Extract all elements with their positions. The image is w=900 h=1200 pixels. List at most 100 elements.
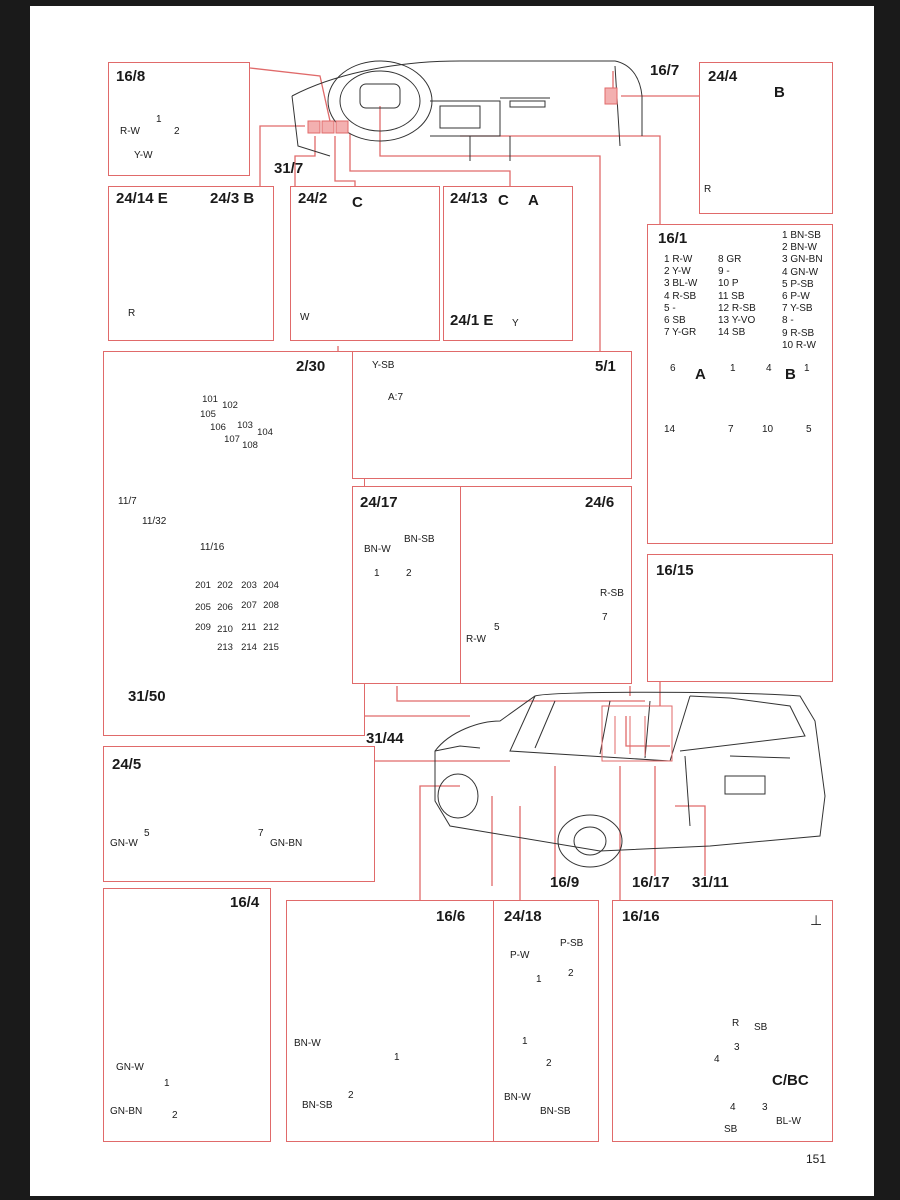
relay-grid: 201 202 203 204 205 206 207 208 209 210 …	[192, 578, 292, 658]
label-16-16: 16/16	[622, 908, 660, 925]
label-16-9: 16/9	[550, 874, 580, 891]
color-y: Y	[512, 318, 519, 329]
pin-1-24-18-bottom: 1	[522, 1036, 528, 1047]
wire-y-w: Y-W	[134, 150, 153, 161]
conn-a-bl: 14	[664, 424, 676, 435]
pin-4-16-16-top: 4	[714, 1054, 720, 1065]
pin-2: 2	[174, 126, 180, 137]
relay-210: 210	[217, 624, 233, 635]
panel-16-6	[286, 900, 504, 1142]
relay-108: 108	[242, 440, 258, 451]
conn-a-letter: A	[695, 366, 706, 383]
relay-207: 207	[241, 600, 257, 611]
conn-a-tl: 6	[670, 363, 676, 374]
label-11-32: 11/32	[142, 516, 167, 527]
relay-201: 201	[195, 580, 211, 591]
relay-107: 107	[224, 434, 240, 445]
label-16-17: 16/17	[632, 874, 670, 891]
pin-7-24-5: 7	[258, 828, 264, 839]
wire-r-w-24-6: R-W	[466, 634, 486, 645]
label-16-15: 16/15	[656, 562, 694, 579]
wire-gn-bn: GN-BN	[270, 838, 303, 849]
panel-24-6	[460, 486, 632, 684]
conn-a-br: 7	[728, 424, 734, 435]
label-11-7: 11/7	[118, 496, 137, 507]
relay-103: 103	[237, 420, 253, 431]
label-31-7: 31/7	[274, 160, 304, 177]
label-24-6: 24/6	[585, 494, 615, 511]
wire-bl-w: BL-W	[776, 1116, 801, 1127]
letter-c: C	[352, 194, 363, 211]
pin-a7: A:7	[388, 392, 404, 403]
label-24-3-b: 24/3 B	[210, 190, 255, 207]
panel-24-14	[108, 186, 274, 341]
relay-213: 213	[217, 642, 233, 653]
dashboard-drawing	[291, 60, 643, 161]
relay-102: 102	[222, 400, 238, 411]
relay-202: 202	[217, 580, 233, 591]
letter-a: A	[528, 192, 539, 209]
relay-106: 106	[210, 422, 226, 433]
pin-4-16-16-bottom: 4	[730, 1102, 736, 1113]
wire-sb-16-16-top: SB	[754, 1022, 768, 1033]
wire-gn-w: GN-W	[110, 838, 138, 849]
relay-209: 209	[195, 622, 211, 633]
label-c-bc: C/BC	[772, 1072, 809, 1089]
relay-212: 212	[263, 622, 279, 633]
pin-2-24-17: 2	[406, 568, 412, 579]
label-24-1-e: 24/1 E	[450, 312, 494, 329]
relay-204: 204	[263, 580, 279, 591]
pin-1: 1	[156, 114, 162, 125]
wire-p-w: P-W	[510, 950, 530, 961]
wire-gn-w-16-4: GN-W	[116, 1062, 144, 1073]
label-16-6: 16/6	[436, 908, 466, 925]
panel-24-5	[103, 746, 375, 882]
relay-205: 205	[195, 602, 211, 613]
wire-y-sb: Y-SB	[372, 360, 395, 371]
pin-5-24-5: 5	[144, 828, 150, 839]
pin-3-16-16-bottom: 3	[762, 1102, 768, 1113]
red-leader-lines	[249, 67, 706, 906]
relay-101: 101	[202, 394, 218, 405]
relay-211: 211	[241, 622, 257, 633]
panel-24-2	[290, 186, 440, 341]
pin-2-16-4: 2	[172, 1110, 178, 1121]
label-16-4: 16/4	[230, 894, 260, 911]
pin-5: 5	[494, 622, 500, 633]
panel-16-8	[108, 62, 250, 176]
panel-24-4	[699, 62, 833, 214]
letter-b: B	[774, 84, 785, 101]
color-r-24-14: R	[128, 308, 136, 319]
label-24-5: 24/5	[112, 756, 142, 773]
panel-24-17	[352, 486, 470, 684]
car-drawing	[434, 691, 826, 868]
panel-16-8-label: 16/8	[116, 68, 146, 85]
color-w: W	[300, 312, 310, 323]
pin-1-24-18-top: 1	[536, 974, 542, 985]
panel-5-1	[352, 351, 632, 479]
pin-1-16-4: 1	[164, 1078, 170, 1089]
panel-24-18	[493, 900, 599, 1142]
wire-r-w: R-W	[120, 126, 140, 137]
conn-b-br: 5	[806, 424, 812, 435]
conn-b-tr: 1	[804, 363, 810, 374]
label-24-13: 24/13	[450, 190, 488, 207]
relay-214: 214	[241, 642, 257, 653]
pin-2-16-6: 2	[348, 1090, 354, 1101]
label-24-2: 24/2	[298, 190, 328, 207]
letter-c-24-13: C	[498, 192, 509, 209]
label-24-18: 24/18	[504, 908, 542, 925]
conn-b-bl: 10	[762, 424, 774, 435]
wire-bn-sb-16-6: BN-SB	[302, 1100, 333, 1111]
wire-bn-sb-24-18: BN-SB	[540, 1106, 571, 1117]
label-31-50: 31/50	[128, 688, 166, 705]
label-24-17: 24/17	[360, 494, 398, 511]
wire-r-16-16: R	[732, 1018, 740, 1029]
wire-r-sb: R-SB	[600, 588, 624, 599]
wire-sb-16-16-bottom: SB	[724, 1124, 738, 1135]
page-number: 151	[806, 1152, 827, 1166]
label-31-11: 31/11	[692, 874, 729, 891]
